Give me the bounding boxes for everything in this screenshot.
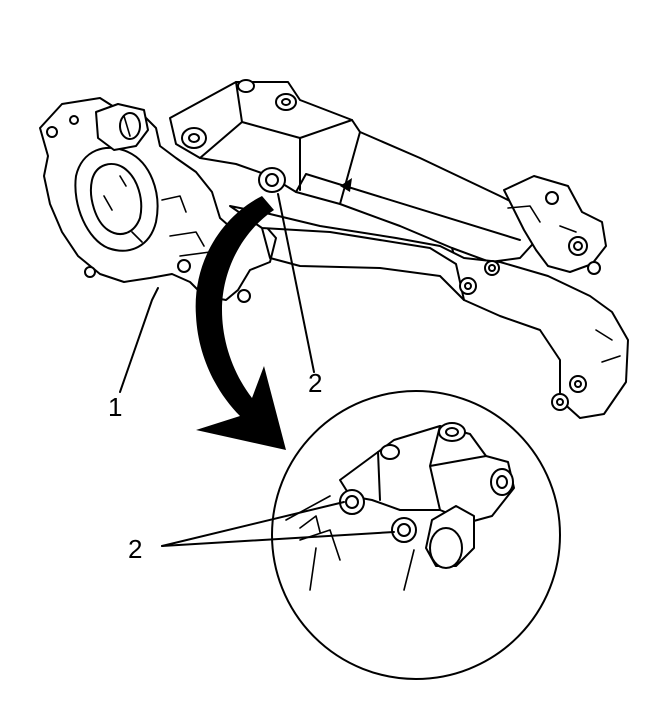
seal-detail-right bbox=[391, 517, 417, 543]
right-bracket bbox=[503, 175, 607, 275]
lower-branch bbox=[229, 205, 629, 419]
leader-lines-detail bbox=[161, 501, 395, 547]
direction-arrow bbox=[195, 196, 286, 450]
callout-label-2-upper: 2 bbox=[308, 368, 323, 398]
leader-lines-main bbox=[119, 193, 315, 393]
callout-label-2-lower: 2 bbox=[128, 534, 143, 564]
detail-view bbox=[271, 390, 561, 680]
seal-upper bbox=[258, 167, 286, 193]
callout-label-1: 1 bbox=[108, 392, 123, 422]
